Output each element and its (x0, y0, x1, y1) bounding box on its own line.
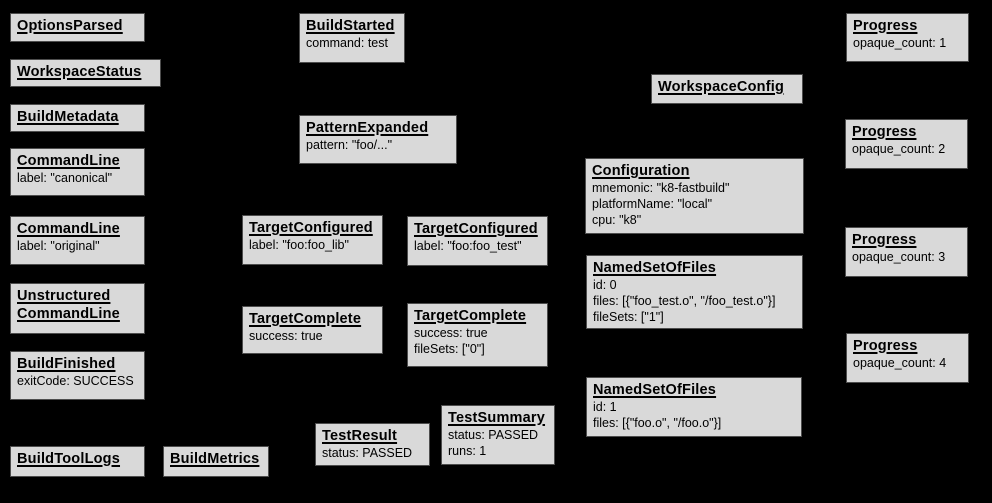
event-node-field: label: "foo:foo_test" (414, 239, 522, 253)
event-node-title: CommandLine (17, 221, 120, 237)
event-node-build-metrics: BuildMetrics (163, 446, 269, 477)
event-node-title: TargetConfigured (249, 220, 373, 236)
event-node-field: runs: 1 (448, 444, 487, 458)
event-node-title: Progress (852, 124, 917, 140)
event-node-field: opaque_count: 3 (852, 250, 946, 264)
event-node-field: status: PASSED (448, 428, 539, 442)
event-node-field: label: "canonical" (17, 171, 113, 185)
event-node-title: TestResult (322, 428, 398, 444)
event-node-title: BuildStarted (306, 18, 395, 34)
event-node-named-set-of-files-1: NamedSetOfFiles id: 1 files: [{"foo.o", "/… (586, 377, 802, 437)
event-node-field: fileSets: ["1"] (593, 310, 664, 324)
event-node-progress-1: Progress opaque_count: 1 (846, 13, 969, 62)
event-node-title: BuildToolLogs (17, 451, 121, 467)
event-node-field: pattern: "foo/..." (306, 138, 393, 152)
event-node-title: WorkspaceStatus (17, 64, 142, 80)
event-node-title: CommandLine (17, 153, 120, 169)
event-node-progress-2: Progress opaque_count: 2 (845, 119, 968, 169)
event-node-title: Unstructured CommandLine (17, 288, 120, 322)
event-node-title: NamedSetOfFiles (593, 260, 717, 276)
event-node-test-result: TestResult status: PASSED (315, 423, 430, 466)
event-node-field: label: "foo:foo_lib" (249, 238, 349, 252)
event-node-field: command: test (306, 36, 388, 50)
event-node-field: id: 1 (593, 400, 617, 414)
event-node-field: cpu: "k8" (592, 213, 642, 227)
event-node-field: mnemonic: "k8-fastbuild" (592, 181, 730, 195)
event-node-field: opaque_count: 2 (852, 142, 946, 156)
event-node-field: opaque_count: 1 (853, 36, 947, 50)
event-node-field: platformName: "local" (592, 197, 713, 211)
event-node-field: status: PASSED (322, 446, 413, 460)
event-node-field: files: [{"foo_test.o", "/foo_test.o"}] (593, 294, 776, 308)
event-node-unstructured-command-line: Unstructured CommandLine (10, 283, 145, 334)
event-node-command-line-original: CommandLine label: "original" (10, 216, 145, 265)
event-node-title: NamedSetOfFiles (593, 382, 717, 398)
event-node-title: TargetComplete (249, 311, 362, 327)
event-node-workspace-config: WorkspaceConfig (651, 74, 803, 104)
event-node-field: opaque_count: 4 (853, 356, 947, 370)
event-node-progress-3: Progress opaque_count: 3 (845, 227, 968, 277)
event-node-title: WorkspaceConfig (658, 79, 785, 95)
event-node-field: success: true (414, 326, 488, 340)
event-node-configuration: Configuration mnemonic: "k8-fastbuild" pla… (585, 158, 804, 234)
event-node-title: BuildMetrics (170, 451, 260, 467)
event-node-pattern-expanded: PatternExpanded pattern: "foo/..." (299, 115, 457, 164)
event-node-field: exitCode: SUCCESS (17, 374, 134, 388)
event-node-build-metadata: BuildMetadata (10, 104, 145, 132)
event-node-title: TestSummary (448, 410, 546, 426)
event-node-build-finished: BuildFinished exitCode: SUCCESS (10, 351, 145, 400)
event-node-target-complete-foo-test: TargetComplete success: true fileSets: ["0… (407, 303, 548, 367)
event-node-title: TargetComplete (414, 308, 527, 324)
event-node-title: BuildMetadata (17, 109, 119, 125)
event-node-build-tool-logs: BuildToolLogs (10, 446, 145, 477)
event-node-test-summary: TestSummary status: PASSED runs: 1 (441, 405, 555, 465)
event-node-named-set-of-files-0: NamedSetOfFiles id: 0 files: [{"foo_test.o… (586, 255, 803, 329)
event-node-target-configured-foo-lib: TargetConfigured label: "foo:foo_lib" (242, 215, 383, 265)
event-node-title: Configuration (592, 163, 690, 179)
event-node-progress-4: Progress opaque_count: 4 (846, 333, 969, 383)
event-node-field: fileSets: ["0"] (414, 342, 485, 356)
event-node-title: Progress (853, 338, 918, 354)
event-node-title: PatternExpanded (306, 120, 429, 136)
event-node-target-configured-foo-test: TargetConfigured label: "foo:foo_test" (407, 216, 548, 266)
event-node-field: files: [{"foo.o", "/foo.o"}] (593, 416, 722, 430)
event-node-title: BuildFinished (17, 356, 116, 372)
event-node-title: OptionsParsed (17, 18, 123, 34)
event-node-build-started: BuildStarted command: test (299, 13, 405, 63)
event-node-options-parsed: OptionsParsed (10, 13, 145, 42)
event-node-field: id: 0 (593, 278, 617, 292)
event-node-title: TargetConfigured (414, 221, 538, 237)
event-node-field: label: "original" (17, 239, 100, 253)
event-node-command-line-canonical: CommandLine label: "canonical" (10, 148, 145, 196)
event-node-title: Progress (853, 18, 918, 34)
event-node-title: Progress (852, 232, 917, 248)
event-node-workspace-status: WorkspaceStatus (10, 59, 161, 87)
event-node-target-complete-foo-lib: TargetComplete success: true (242, 306, 383, 354)
event-node-field: success: true (249, 329, 323, 343)
